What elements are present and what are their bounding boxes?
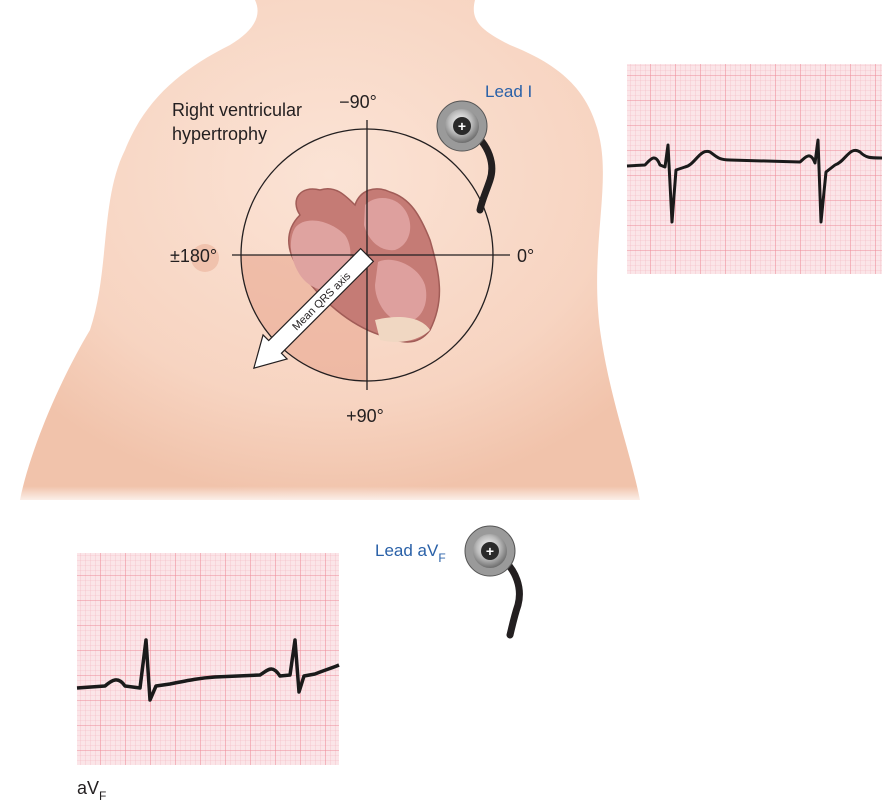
lead-i-plus-icon: +	[458, 118, 466, 134]
angle-label-top: −90°	[339, 92, 377, 112]
lead-avf-label-main: Lead aV	[375, 541, 439, 560]
angle-label-left: ±180°	[170, 246, 217, 266]
ecg-strip-lead-i-grid	[627, 64, 882, 274]
avf-caption-sub: F	[99, 789, 106, 803]
ecg-strip-lead-avf-grid	[77, 553, 339, 765]
lead-avf-label-sub: F	[438, 551, 445, 565]
torso-fade	[20, 430, 640, 505]
lead-i-label: Lead I	[485, 82, 532, 101]
lead-avf-plus-icon: +	[486, 543, 494, 559]
angle-label-right: 0°	[517, 246, 534, 266]
lead-avf-label: Lead aVF	[375, 541, 446, 565]
avf-caption-main: aV	[77, 778, 99, 798]
condition-label-line2: hypertrophy	[172, 124, 267, 144]
ecg-strip-lead-avf	[77, 553, 339, 765]
lead-avf-electrode: +	[465, 526, 519, 635]
condition-label-line1: Right ventricular	[172, 100, 302, 120]
ecg-strip-lead-i	[627, 64, 882, 274]
avf-caption: aVF	[77, 778, 106, 803]
angle-label-bottom: +90°	[346, 406, 384, 426]
